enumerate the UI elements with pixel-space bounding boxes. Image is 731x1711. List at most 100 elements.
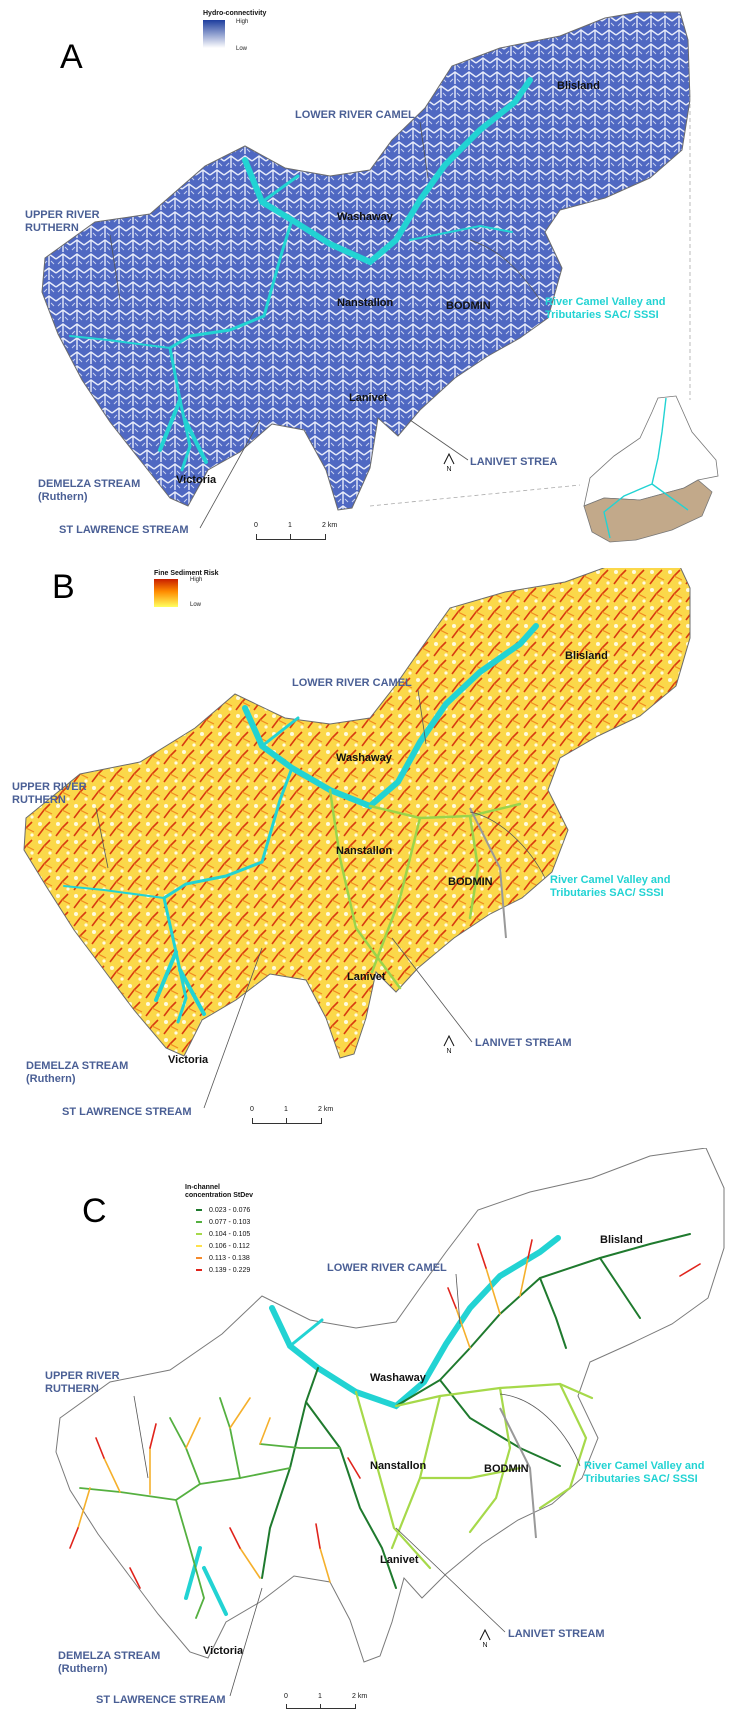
label-lanivet-stream: LANIVET STREAM	[475, 1037, 572, 1049]
label-lower-river-camel: LOWER RIVER CAMEL	[292, 677, 412, 689]
scale-tick-1: 1	[318, 1693, 322, 1700]
legend-range: 0.139 - 0.229	[209, 1267, 251, 1274]
scale-tick-2: 2 km	[322, 522, 338, 529]
label-lower-river-camel: LOWER RIVER CAMEL	[295, 109, 415, 121]
label-sac-sssi-2: Tributaries SAC/ SSSI	[550, 887, 664, 899]
legend-swatch	[196, 1209, 202, 1212]
town-bodmin: BODMIN	[446, 300, 491, 312]
legend-range: 0.104 - 0.105	[209, 1231, 251, 1238]
legend-range: 0.077 - 0.103	[209, 1219, 251, 1226]
legend-gradient	[203, 20, 225, 48]
legend-range: 0.106 - 0.112	[209, 1243, 250, 1250]
label-st-lawrence-stream: ST LAWRENCE STREAM	[62, 1106, 192, 1118]
town-victoria: Victoria	[168, 1054, 209, 1066]
label-st-lawrence-stream: ST LAWRENCE STREAM	[96, 1694, 226, 1706]
legend-low: Low	[190, 602, 202, 608]
scale-tick-1: 1	[288, 522, 292, 529]
town-lanivet: Lanivet	[347, 971, 386, 983]
scale-tick-2: 2 km	[318, 1106, 334, 1113]
panel-a: A Hydro-connectivity High Low LOWER RIVE…	[0, 0, 731, 543]
panel-letter: A	[60, 38, 83, 76]
town-washaway: Washaway	[336, 752, 392, 764]
north-arrow-icon	[443, 1034, 455, 1047]
north-arrow-icon	[479, 1628, 491, 1641]
legend-range: 0.023 - 0.076	[209, 1207, 251, 1214]
label-demelza-ruthern: (Ruthern)	[58, 1663, 108, 1675]
town-lanivet: Lanivet	[349, 392, 388, 404]
town-blisland: Blisland	[557, 80, 600, 92]
green-channels-b	[328, 788, 522, 990]
label-upper-river-ruthern-2: RUTHERN	[25, 222, 79, 234]
town-lanivet: Lanivet	[380, 1554, 419, 1566]
north-label: N	[446, 1048, 452, 1055]
label-sac-sssi: River Camel Valley and	[550, 874, 671, 886]
label-lanivet-stream: LANIVET STREA	[470, 456, 558, 468]
legend-swatch	[196, 1233, 202, 1236]
scale-tick-0: 0	[254, 522, 258, 529]
leader-lines-c	[133, 1273, 581, 1697]
label-upper-river-ruthern-2: RUTHERN	[45, 1383, 99, 1395]
inset-locator-map	[583, 395, 719, 543]
panel-c: C In-channel concentration StDev 0.023 -…	[0, 1148, 731, 1711]
label-demelza-stream: DEMELZA STREAM	[38, 478, 141, 490]
legend-low: Low	[236, 46, 248, 52]
scale-tick-1: 1	[284, 1106, 288, 1113]
label-demelza-stream: DEMELZA STREAM	[58, 1650, 161, 1662]
town-blisland: Blisland	[565, 650, 608, 662]
stream-network-red	[69, 1239, 701, 1589]
legend-swatch	[196, 1245, 202, 1248]
label-lanivet-stream: LANIVET STREAM	[508, 1628, 605, 1640]
label-sac-sssi: River Camel Valley and	[584, 1460, 705, 1472]
town-victoria: Victoria	[203, 1645, 244, 1657]
town-washaway: Washaway	[337, 211, 393, 223]
legend-row: 0.106 - 0.112	[196, 1242, 250, 1251]
scale-tick-0: 0	[250, 1106, 254, 1113]
legend-row: 0.113 - 0.138	[196, 1254, 250, 1263]
hydro-connectivity-map	[41, 11, 691, 511]
catchment-boundary-b	[23, 568, 691, 1059]
legend-title-2: concentration StDev	[185, 1192, 254, 1199]
town-nanstallon: Nanstallon	[337, 297, 394, 309]
north-arrow-icon	[443, 452, 455, 465]
north-label: N	[446, 466, 452, 473]
fine-sediment-risk-map	[23, 568, 691, 1059]
town-blisland: Blisland	[600, 1234, 643, 1246]
panel-letter: C	[82, 1192, 107, 1230]
town-nanstallon: Nanstallon	[336, 845, 393, 857]
town-bodmin: BODMIN	[484, 1463, 529, 1475]
label-demelza-ruthern: (Ruthern)	[26, 1073, 76, 1085]
stream-network-yellow-orange	[77, 1257, 529, 1583]
in-channel-concentration-map	[55, 1148, 725, 1663]
scale-bar: 0 1 2 km	[284, 1693, 376, 1711]
label-sac-sssi-2: Tributaries SAC/ SSSI	[545, 309, 659, 321]
legend-swatch	[196, 1269, 202, 1272]
label-lower-river-camel: LOWER RIVER CAMEL	[327, 1262, 447, 1274]
label-upper-river-ruthern: UPPER RIVER	[45, 1370, 120, 1382]
sac-rivers-c	[184, 1235, 561, 1616]
sac-rivers-b	[63, 623, 539, 1024]
legend-title: Hydro-connectivity	[203, 10, 267, 17]
label-demelza-ruthern: (Ruthern)	[38, 491, 88, 503]
scale-tick-2: 2 km	[352, 1693, 368, 1700]
north-label: N	[482, 1642, 488, 1649]
legend-high: High	[190, 577, 203, 583]
panel-letter: B	[52, 568, 75, 606]
scale-bar: 0 1 2 km	[254, 522, 346, 542]
label-sac-sssi: River Camel Valley and	[545, 296, 666, 308]
town-washaway: Washaway	[370, 1372, 426, 1384]
legend-swatch	[196, 1257, 202, 1260]
legend-high: High	[236, 19, 249, 25]
stream-network-green-light	[354, 1382, 594, 1570]
legend-gradient	[154, 579, 178, 607]
label-upper-river-ruthern: UPPER RIVER	[25, 209, 100, 221]
legend-row: 0.104 - 0.105	[196, 1230, 250, 1239]
panel-b: B Fine Sediment Risk High Low LOWER RIVE…	[0, 568, 731, 1128]
leader-lines-a	[109, 90, 691, 529]
legend-row: 0.023 - 0.076	[196, 1206, 250, 1215]
inset-catchment	[583, 479, 713, 543]
town-victoria: Victoria	[176, 474, 217, 486]
label-st-lawrence-stream: ST LAWRENCE STREAM	[59, 524, 189, 536]
town-bodmin: BODMIN	[448, 876, 493, 888]
legend-title: Fine Sediment Risk	[154, 570, 219, 577]
scale-bar: 0 1 2 km	[250, 1106, 342, 1126]
